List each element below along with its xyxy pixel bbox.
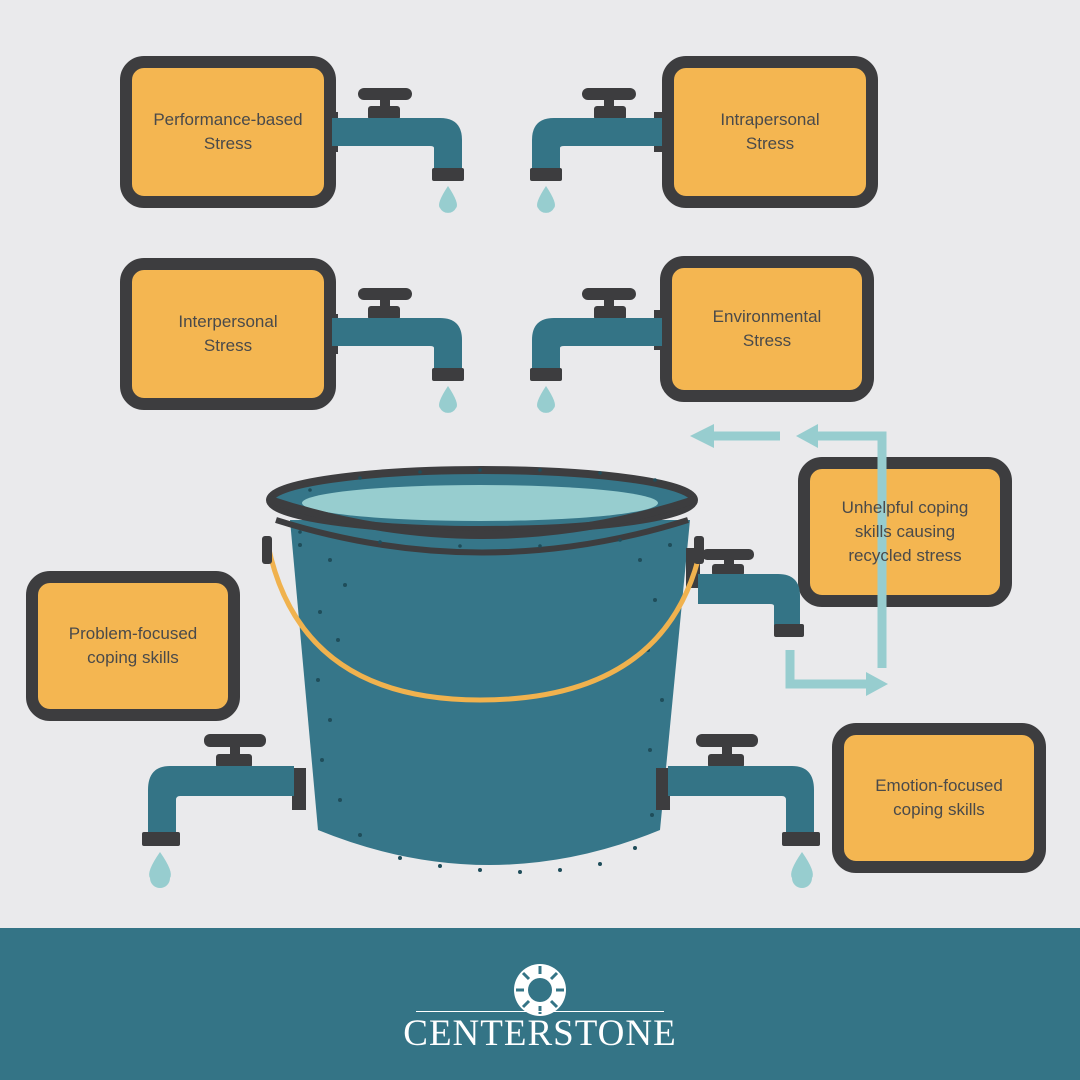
faucet-icon [668,734,820,888]
footer-band [0,928,1080,1080]
unhelpful-coping-box [798,457,1012,607]
diagram-canvas [26,56,1046,888]
recycle-arrow-icon [710,431,887,689]
faucet-icon [332,88,464,213]
problem-focused-box [26,571,240,721]
bucket-icon [262,466,704,874]
faucet-icon [530,288,662,413]
faucet-icon [142,734,294,888]
brand-divider [416,1011,664,1012]
faucet-icon [332,288,464,413]
sun-logo-icon [514,964,566,1016]
faucet-icon [530,88,662,213]
emotion-focused-box [832,723,1046,873]
brand-logo-text: CENTERSTONE [403,1013,677,1054]
intrapersonal-stress-box [662,56,878,208]
faucet-icon [698,549,804,637]
